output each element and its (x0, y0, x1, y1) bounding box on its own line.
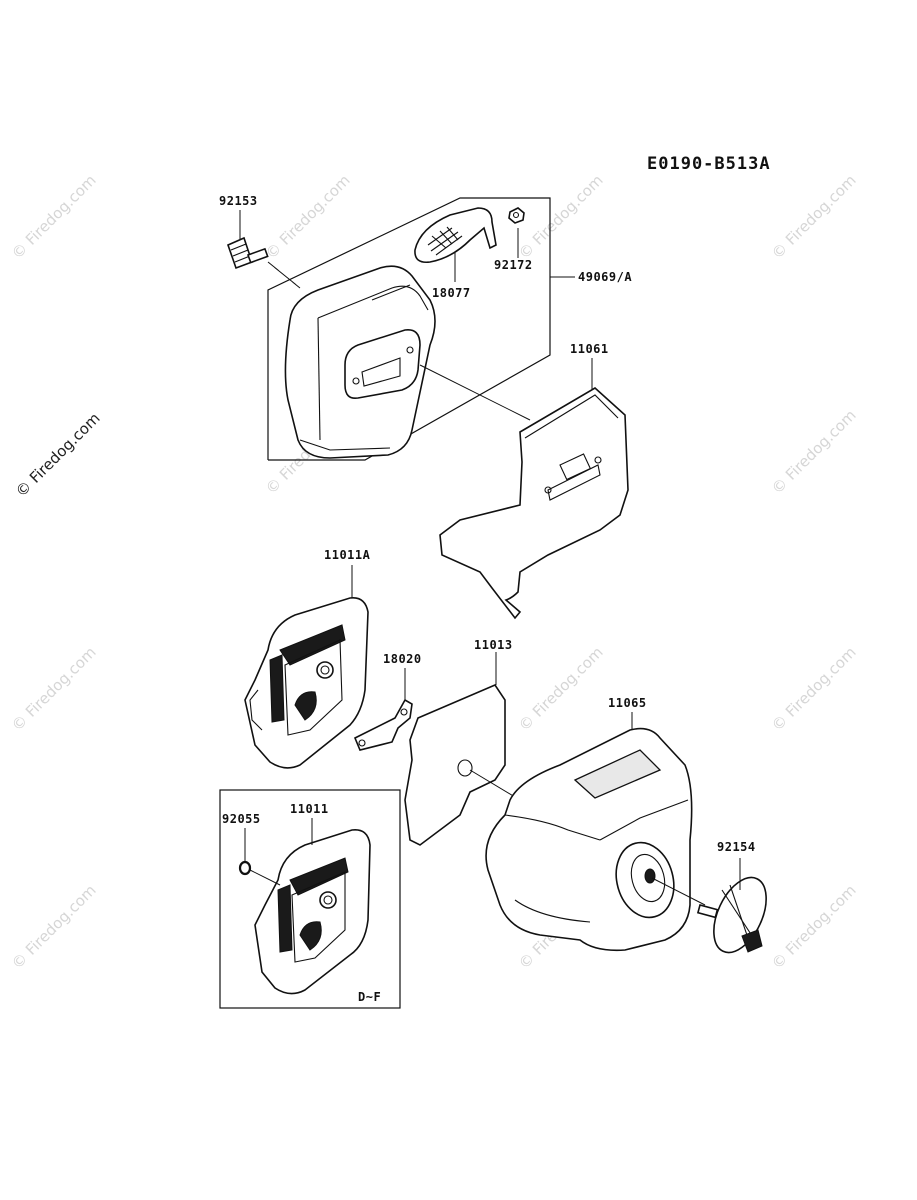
fan-cover-11065 (485, 727, 693, 952)
screw-92153 (227, 236, 269, 270)
knob-92154 (696, 876, 767, 954)
leader-92153-dash (267, 261, 301, 289)
plate-11013 (404, 684, 506, 846)
part-label-92154: 92154 (717, 840, 756, 854)
part-label-18077: 18077 (432, 286, 471, 300)
part-label-11013: 11013 (474, 638, 513, 652)
nut-92172 (508, 207, 525, 224)
heat-shield-11061 (439, 387, 629, 620)
diagram-code: E0190-B513A (647, 154, 771, 174)
part-label-11065: 11065 (608, 696, 647, 710)
part-label-92153: 92153 (219, 194, 258, 208)
leader-muffler-to-gasket (419, 364, 531, 421)
cover-11011 (254, 828, 371, 995)
leader-ring-to-cover (249, 869, 281, 886)
leader-knob-to-cover (651, 877, 706, 906)
part-label-11011A: 11011A (324, 548, 371, 562)
part-label-11061: 11061 (570, 342, 609, 356)
part-label-49069: 49069/A (578, 270, 633, 284)
part-label-92055: 92055 (222, 812, 261, 826)
bracket-18020 (353, 698, 413, 751)
ring-92055 (238, 860, 252, 876)
cover-11011A (244, 596, 369, 769)
part-label-11011: 11011 (290, 802, 329, 816)
spark-arrester-18077 (414, 207, 497, 264)
muffler-body (284, 265, 436, 459)
assembly-frame-49069 (267, 197, 551, 461)
part-label-92172: 92172 (494, 258, 533, 272)
part-label-18020: 18020 (383, 652, 422, 666)
variant-frame (219, 789, 401, 1009)
variant-note: D~F (358, 990, 382, 1004)
